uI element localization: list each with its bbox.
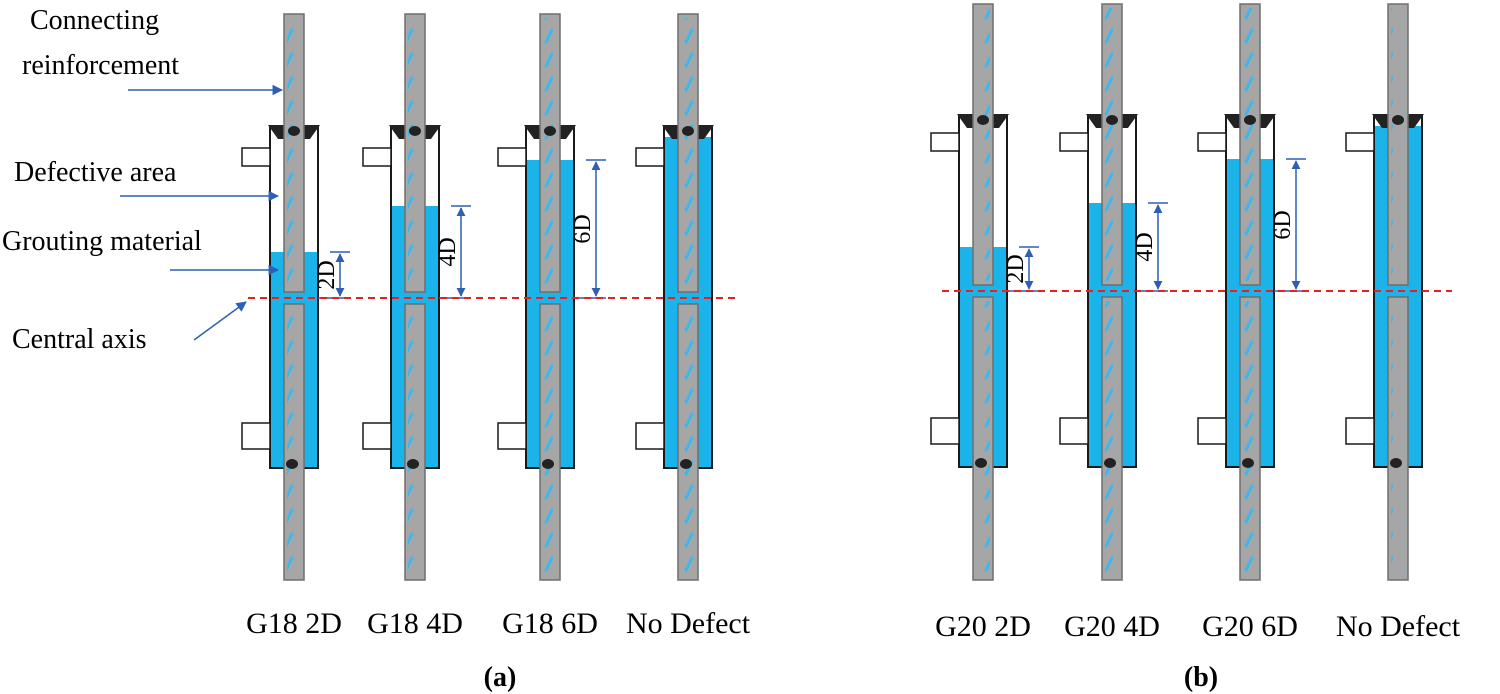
outlet-port — [1059, 132, 1089, 152]
specimen-caption: G18 6D — [502, 607, 598, 640]
specimen-g20-6d: 6D G20 6D — [1197, 3, 1306, 643]
rebar-lower-ribs — [976, 301, 990, 576]
bar-mark-top — [682, 126, 694, 136]
outlet-port — [635, 147, 665, 167]
specimen-g20-4d: 4D G20 4D — [1059, 3, 1168, 643]
label-defective-area: Defective area — [14, 157, 177, 188]
inlet-port — [1197, 417, 1227, 445]
inlet-port — [930, 417, 960, 445]
inlet-port — [362, 422, 392, 450]
specimen-g18-4d: 4D G18 4D — [362, 13, 471, 640]
specimen-caption: G18 2D — [246, 607, 342, 640]
bar-mark-bottom — [286, 459, 298, 469]
outlet-port — [497, 147, 527, 167]
bar-mark-bottom — [1390, 458, 1402, 468]
bar-mark-top — [409, 126, 421, 136]
label-connecting: Connecting — [30, 5, 159, 36]
specimen-g18-none: No Defect — [626, 13, 751, 640]
bar-mark-top — [1244, 115, 1256, 125]
outlet-port — [930, 132, 960, 152]
bar-mark-top — [544, 126, 556, 136]
dim-label: 2D — [314, 260, 340, 289]
outlet-port — [1345, 132, 1375, 152]
bar-mark-bottom — [680, 459, 692, 469]
outlet-port — [362, 147, 392, 167]
specimen-g20-none: No Defect — [1336, 3, 1461, 643]
specimen-caption: G20 2D — [935, 610, 1031, 643]
specimen-g20-2d: 2D G20 2D — [930, 3, 1039, 643]
rebar-upper-ribs — [1243, 8, 1257, 281]
rebar-upper-ribs — [408, 18, 422, 288]
bar-mark-bottom — [542, 459, 554, 469]
inlet-port — [1059, 417, 1089, 445]
rebar-lower-ribs — [1391, 301, 1405, 576]
rebar-lower-ribs — [1105, 301, 1119, 576]
specimen-g18-2d: 2D G18 2D — [241, 13, 350, 640]
rebar-upper-ribs — [681, 18, 695, 288]
label-reinforcement: reinforcement — [22, 50, 179, 81]
bar-mark-top — [1106, 115, 1118, 125]
rebar-lower-ribs — [681, 308, 695, 576]
bar-mark-bottom — [1104, 458, 1116, 468]
rebar-lower-ribs — [1243, 301, 1257, 576]
rebar-lower-ribs — [543, 308, 557, 576]
dim-label: 2D — [1003, 254, 1029, 283]
rebar-upper-ribs — [976, 8, 990, 281]
panel-b-label: (b) — [1184, 662, 1218, 693]
rebar-upper-ribs — [1391, 8, 1405, 281]
outlet-port — [1197, 132, 1227, 152]
bar-mark-bottom — [407, 459, 419, 469]
rebar-lower-ribs — [408, 308, 422, 576]
inlet-port — [497, 422, 527, 450]
inlet-port — [241, 422, 271, 450]
inlet-port — [1345, 417, 1375, 445]
annotation-labels: Connecting reinforcement Defective area … — [2, 5, 284, 355]
dim-label: 6D — [570, 214, 596, 243]
rebar-lower-ribs — [287, 308, 301, 576]
dim-label: 4D — [435, 237, 461, 266]
specimen-caption: No Defect — [1336, 610, 1461, 643]
rebar-upper-ribs — [1105, 8, 1119, 281]
bar-mark-bottom — [975, 458, 987, 468]
specimen-caption: G20 6D — [1202, 610, 1298, 643]
panel-b-specimens: 2D G20 2D 4D G20 4D 6D G20 6D No Defect — [930, 3, 1461, 643]
label-central-axis: Central axis — [12, 324, 147, 355]
bar-mark-top — [288, 126, 300, 136]
specimen-g18-6d: 6D G18 6D — [497, 13, 606, 640]
bar-mark-top — [1392, 115, 1404, 125]
dim-label: 4D — [1132, 232, 1158, 261]
rebar-upper-ribs — [287, 18, 301, 288]
specimen-caption: G20 4D — [1064, 610, 1160, 643]
panel-a-label: (a) — [484, 662, 517, 693]
bar-mark-bottom — [1242, 458, 1254, 468]
arrow-central-axis — [193, 301, 247, 341]
dim-label: 6D — [1270, 210, 1296, 239]
outlet-port — [241, 147, 271, 167]
label-grouting-material: Grouting material — [2, 226, 202, 257]
specimen-caption: G18 4D — [367, 607, 463, 640]
rebar-upper-ribs — [543, 18, 557, 288]
inlet-port — [635, 422, 665, 450]
specimen-caption: No Defect — [626, 607, 751, 640]
bar-mark-top — [977, 115, 989, 125]
panel-a-specimens: 2D G18 2D 4D G18 4D 6D G18 6D No Defect — [241, 13, 751, 640]
